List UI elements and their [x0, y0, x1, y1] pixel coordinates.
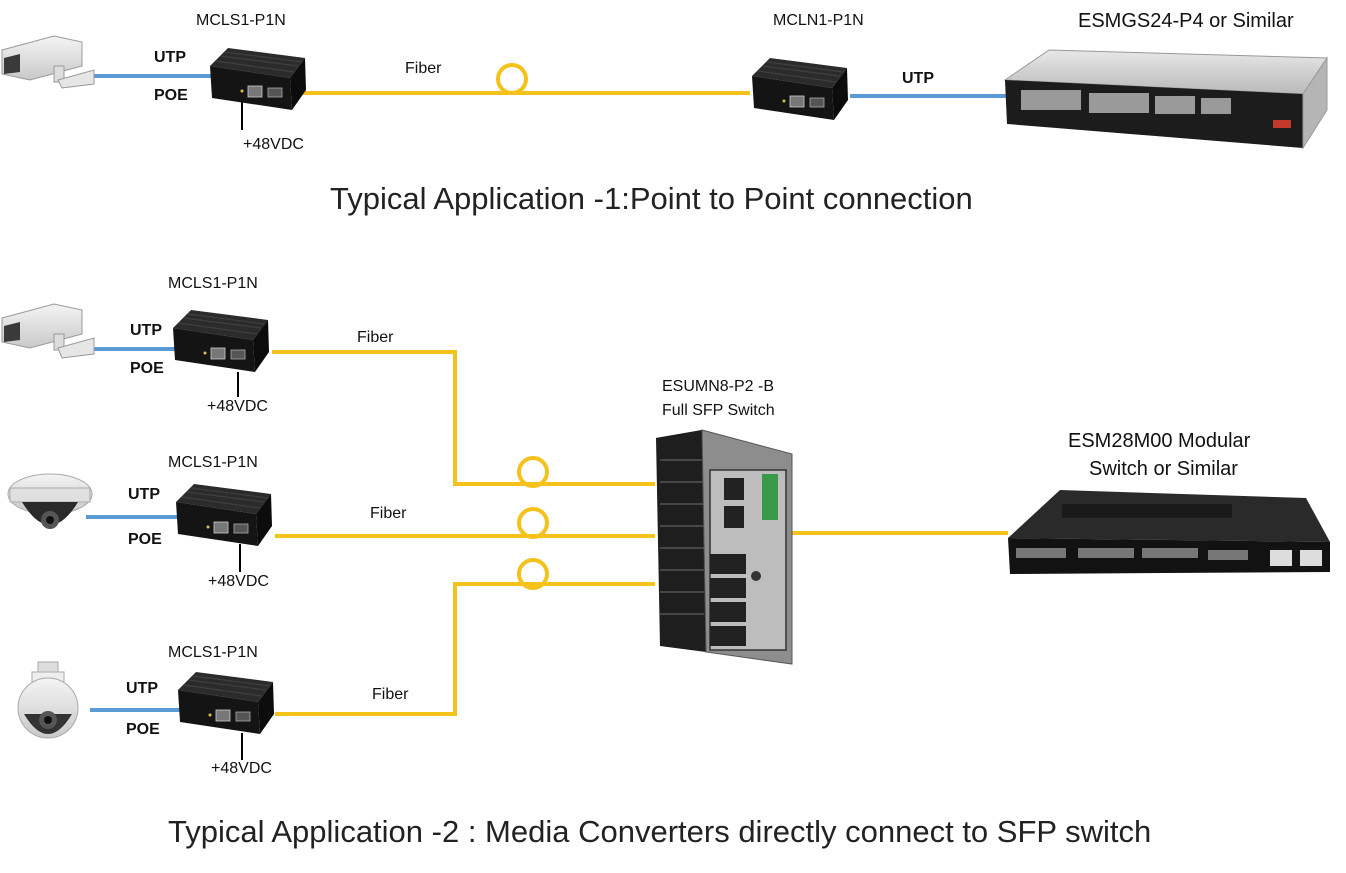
power-label-row2: +48VDC	[208, 573, 269, 590]
converter-mcls1-row2	[175, 483, 273, 547]
fiber-cable-row3	[275, 582, 655, 716]
app1-title: Typical Application -1:Point to Point co…	[330, 181, 973, 216]
converter-mcln1-app1	[751, 57, 849, 121]
utp-label-left: UTP	[154, 49, 186, 66]
app2-links	[86, 347, 1008, 760]
fiber-loop-row3	[517, 558, 549, 590]
converter-label-left: MCLS1-P1N	[196, 12, 286, 29]
ptz-camera-icon	[17, 661, 79, 739]
fiber-label-row3: Fiber	[372, 686, 409, 703]
modular-switch-icon	[1008, 490, 1330, 574]
fiber-cable-row1	[272, 350, 655, 486]
fiber-label-row1: Fiber	[357, 329, 394, 346]
fiber-label-row2: Fiber	[370, 505, 407, 522]
poe-label-row3: POE	[126, 721, 160, 738]
converter-label-right: MCLN1-P1N	[773, 12, 864, 29]
sfp-switch-label-line1: ESUMN8-P2 -B	[662, 378, 775, 395]
app2-title: Typical Application -2 : Media Converter…	[168, 814, 1152, 849]
converter-label-row1: MCLS1-P1N	[168, 275, 258, 292]
power-label: +48VDC	[243, 136, 304, 153]
poe-label-row2: POE	[128, 531, 162, 548]
converter-label-row3: MCLS1-P1N	[168, 644, 258, 661]
box-camera-icon	[1, 303, 95, 359]
converter-mcls1-app1	[209, 47, 307, 111]
power-label-row3: +48VDC	[211, 760, 272, 777]
power-label-row1: +48VDC	[207, 398, 268, 415]
dome-camera-icon	[7, 473, 93, 529]
utp-label-right: UTP	[902, 70, 934, 87]
utp-label-row3: UTP	[126, 680, 158, 697]
fiber-loop-row2	[517, 507, 549, 539]
rack-switch-icon	[1003, 49, 1328, 150]
modular-switch-label-line1: ESM28M00 Modular	[1068, 430, 1251, 452]
fiber-loop-row1	[517, 456, 549, 488]
poe-label-row1: POE	[130, 360, 164, 377]
converter-label-row2: MCLS1-P1N	[168, 454, 258, 471]
converter-mcls1-row3	[177, 671, 275, 735]
poe-label-left: POE	[154, 87, 188, 104]
sfp-switch-icon	[656, 429, 793, 665]
converter-mcls1-row1	[172, 309, 270, 373]
fiber-loop-1	[496, 63, 528, 95]
app1-links	[92, 63, 1008, 130]
switch-label: ESMGS24-P4 or Similar	[1078, 10, 1294, 32]
utp-label-row1: UTP	[130, 322, 162, 339]
box-camera-icon	[1, 35, 95, 89]
modular-switch-label-line2: Switch or Similar	[1089, 458, 1238, 480]
sfp-switch-label-line2: Full SFP Switch	[662, 402, 775, 419]
fiber-label: Fiber	[405, 60, 442, 77]
utp-label-row2: UTP	[128, 486, 160, 503]
